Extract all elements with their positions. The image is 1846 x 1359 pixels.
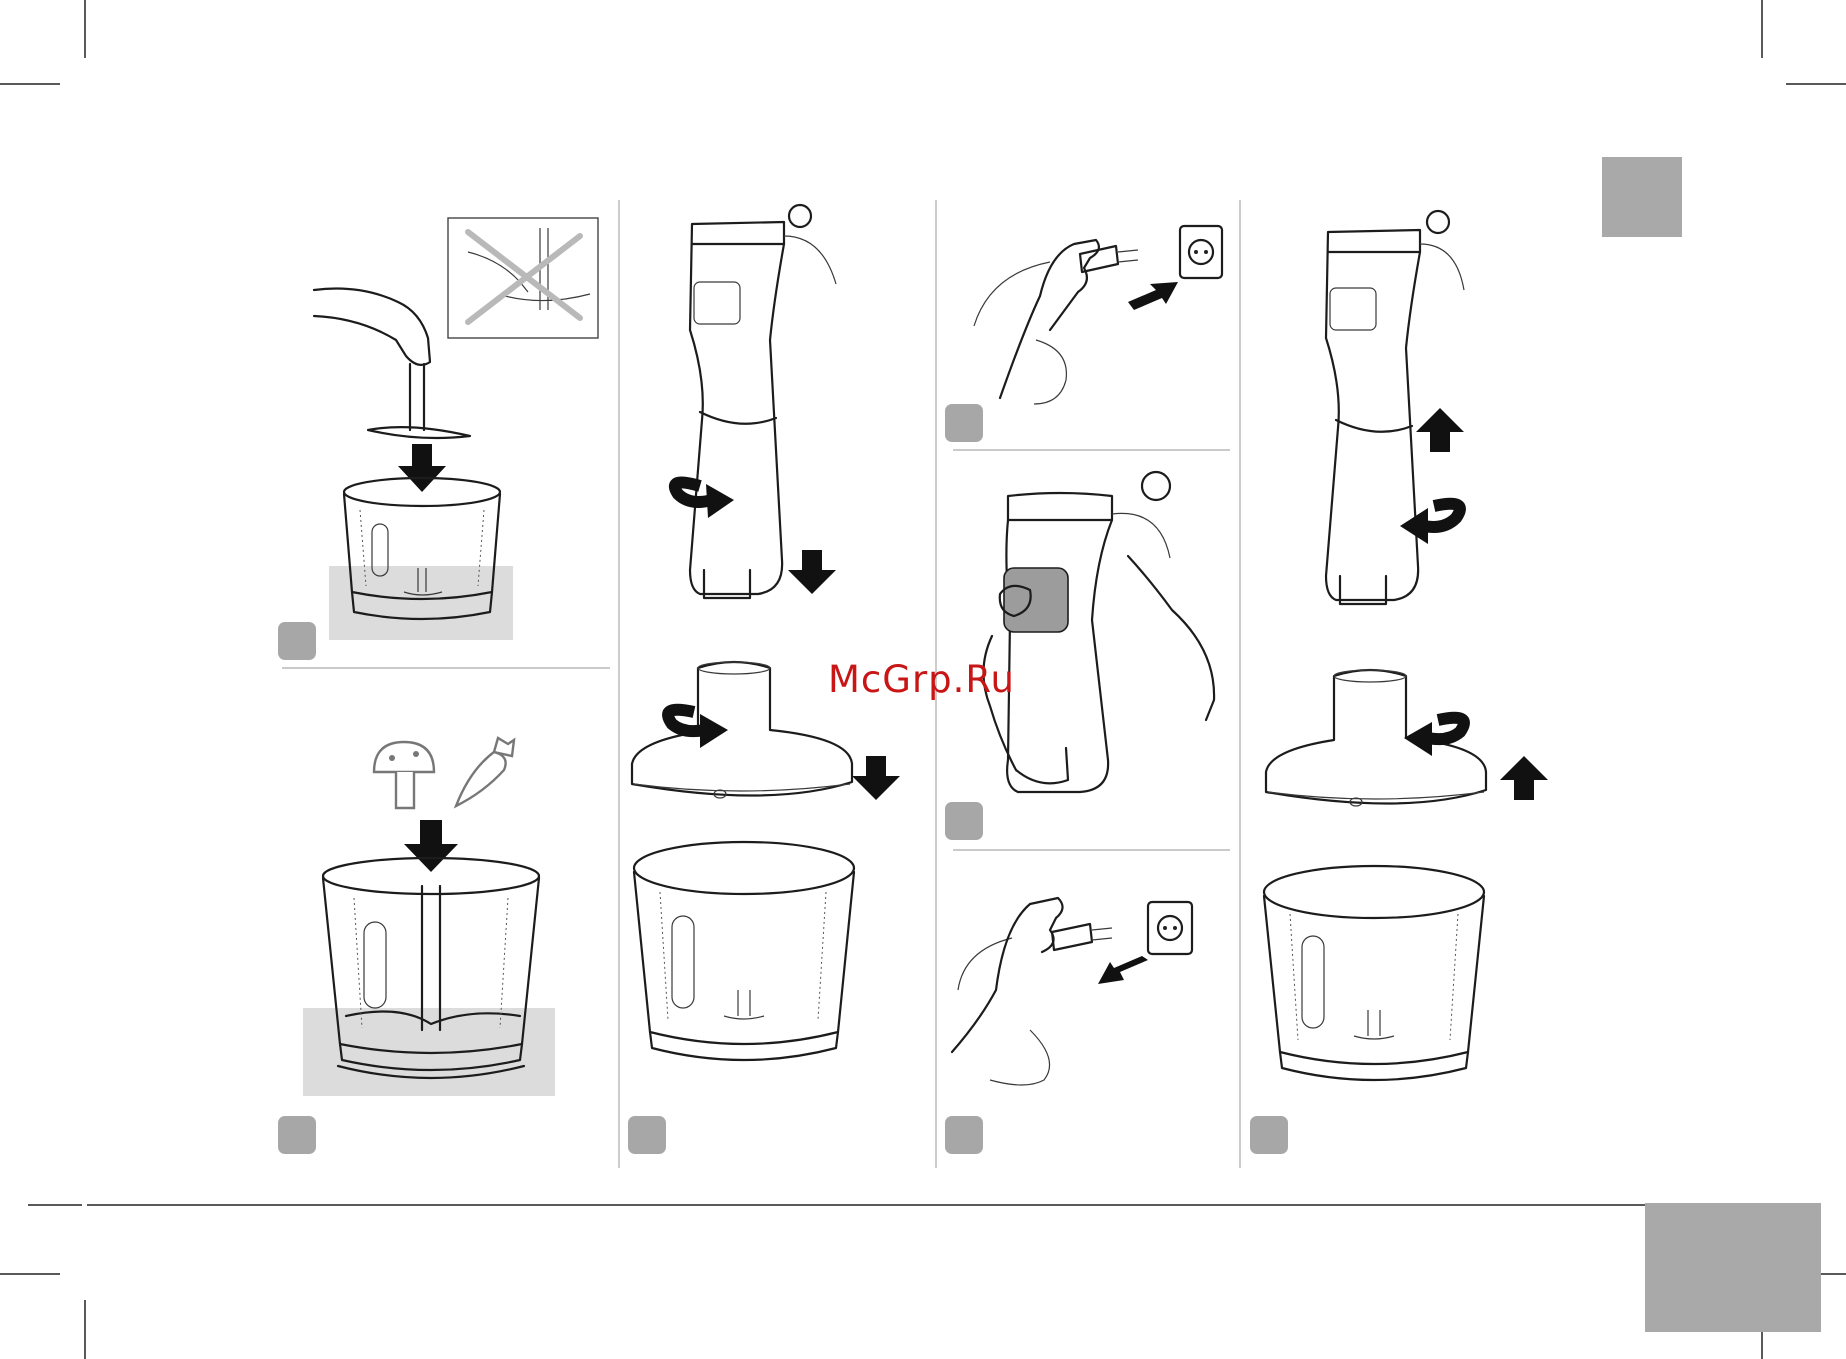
step-unplug xyxy=(945,898,1192,1154)
step-badge xyxy=(1250,1116,1288,1154)
wall-socket-icon xyxy=(1180,226,1222,278)
wrong-way-inset xyxy=(448,218,598,338)
arrow-down-icon xyxy=(788,550,836,594)
step-badge xyxy=(945,802,983,840)
corner-tab xyxy=(1645,1203,1821,1332)
chopper-bowl-empty xyxy=(634,842,854,1060)
arrow-down-icon xyxy=(404,820,458,872)
step-badge xyxy=(945,1116,983,1154)
plug-icon xyxy=(1052,924,1112,950)
cable xyxy=(974,262,1066,404)
watermark: McGrp.Ru xyxy=(828,658,1015,701)
step-badge xyxy=(628,1116,666,1154)
chopper-bowl-empty xyxy=(1264,866,1484,1080)
arrow-up-icon xyxy=(1416,408,1464,452)
rotate-counterclockwise-icon xyxy=(1404,718,1464,756)
hand xyxy=(1000,240,1099,398)
step-plug-in xyxy=(945,226,1222,442)
arrow-up-icon xyxy=(1500,756,1548,800)
arrow-down-icon xyxy=(852,756,900,800)
hand xyxy=(314,289,430,365)
carrot-icon xyxy=(456,738,514,806)
side-tab xyxy=(1602,157,1682,237)
arrow-left-down-icon xyxy=(1098,956,1148,984)
step-badge xyxy=(278,1116,316,1154)
arrow-down-icon xyxy=(398,444,446,492)
chopper-lid xyxy=(632,662,852,798)
power-button xyxy=(1004,568,1068,632)
blade-shaft xyxy=(410,364,424,430)
step-insert-blade xyxy=(278,218,598,660)
step-detach-motor xyxy=(1250,211,1548,1154)
step-hold-and-run xyxy=(945,472,1214,840)
motor-unit xyxy=(690,205,836,598)
step-add-food xyxy=(278,738,555,1154)
work-surface xyxy=(329,566,513,640)
cable xyxy=(958,938,1050,1085)
arrow-right-icon xyxy=(1128,282,1178,310)
step-badge xyxy=(278,622,316,660)
step-badge xyxy=(945,404,983,442)
blade-arms xyxy=(368,427,470,438)
wall-socket-icon xyxy=(1148,902,1192,954)
mushroom-icon xyxy=(374,742,434,808)
motor-unit-in-hand xyxy=(1004,472,1170,792)
hand xyxy=(952,898,1063,1052)
motor-unit xyxy=(1326,211,1464,604)
